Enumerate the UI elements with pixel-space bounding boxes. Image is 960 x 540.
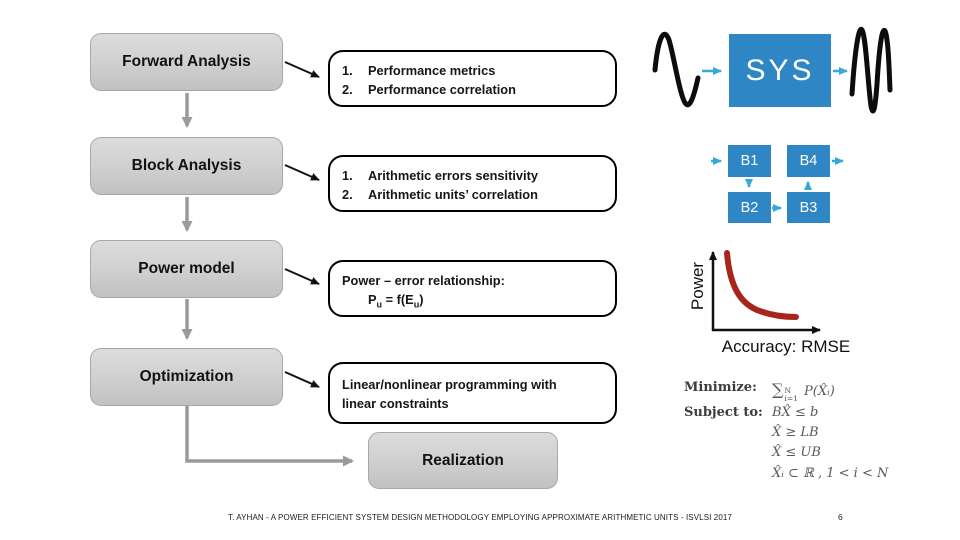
sum-upper-limit: N <box>784 386 791 395</box>
block-b2: B2 <box>728 192 771 223</box>
detail-box-performance: 1. Performance metrics 2. Performance co… <box>328 50 617 107</box>
sys-label: SYS <box>745 53 815 87</box>
sys-block: SYS <box>729 34 831 107</box>
footer-citation: T. AYHAN - A POWER EFFICIENT SYSTEM DESI… <box>228 513 732 522</box>
math-row-constraint: X̂ ≤ UB <box>684 445 956 462</box>
sum-symbol: ∑ <box>772 380 784 399</box>
power-relationship-title: Power – error relationship: <box>342 273 505 288</box>
chart-y-axis-label: Power <box>688 261 707 311</box>
flow-box-label: Optimization <box>139 368 234 385</box>
list-text: Performance metrics <box>368 63 496 78</box>
math-row-constraint: X̂ᵢ ⊂ ℝ , 1 < i < N <box>684 466 956 483</box>
list-number: 2. <box>342 187 353 202</box>
list-text: Arithmetic errors sensitivity <box>368 168 538 183</box>
page-number: 6 <box>838 512 843 522</box>
input-sine-icon <box>652 31 701 108</box>
block-b3: B3 <box>787 192 830 223</box>
callout-arrows <box>284 61 320 388</box>
flow-box-label: Block Analysis <box>131 157 242 174</box>
math-row-constraint: X̂ ≥ LB <box>684 425 956 442</box>
flow-box-realization: Realization <box>368 432 558 489</box>
empty-label <box>684 425 772 442</box>
block-label: B4 <box>799 153 818 169</box>
formula-term: = f(E <box>382 292 414 307</box>
constraint-formula: X̂ᵢ ⊂ ℝ , 1 < i < N <box>772 466 889 481</box>
list-item: 1. Arithmetic errors sensitivity <box>330 166 615 185</box>
block-label: B1 <box>740 153 759 169</box>
subject-to-label: Subject to: <box>684 405 763 420</box>
arrow-power-to-detail <box>284 268 320 285</box>
arrow-block-to-detail <box>284 164 320 181</box>
arrow-optimization-to-detail <box>284 371 320 388</box>
constraint-formula: X̂ ≥ LB <box>772 425 819 440</box>
constraint-formula: BX̂ ≤ b <box>772 405 819 420</box>
detail-box-programming: Linear/nonlinear programming with linear… <box>328 362 617 424</box>
minimize-label: Minimize: <box>684 380 757 395</box>
arrow-optimization-to-realization <box>185 406 354 467</box>
list-number: 1. <box>342 168 353 183</box>
constraint-formula: X̂ ≤ UB <box>772 445 821 460</box>
flow-box-label: Power model <box>138 260 235 277</box>
formula-term: ) <box>419 292 424 307</box>
power-tradeoff-curve <box>724 250 799 320</box>
block-label: B2 <box>740 199 759 216</box>
block-b1: B1 <box>728 145 771 177</box>
flow-box-power-model: Power model <box>90 240 283 298</box>
flow-box-forward-analysis: Forward Analysis <box>90 33 283 91</box>
detail-text-line: linear constraints <box>342 396 449 411</box>
math-row-constraint: Subject to: BX̂ ≤ b <box>684 405 956 422</box>
flow-box-block-analysis: Block Analysis <box>90 137 283 195</box>
empty-label <box>684 445 772 462</box>
flow-box-label: Forward Analysis <box>122 53 251 70</box>
list-item: 1. Performance metrics <box>330 61 615 80</box>
detail-box-power-relationship: Power – error relationship: Pu = f(Eu) <box>328 260 617 317</box>
objective-body: P(X̂ᵢ) <box>799 384 835 399</box>
formula-term: P <box>368 292 377 307</box>
chart-x-axis-label: Accuracy: RMSE <box>721 337 851 356</box>
formula-subscript: u <box>413 299 420 310</box>
list-text: Arithmetic units’ correlation <box>368 187 538 202</box>
detail-box-arithmetic: 1. Arithmetic errors sensitivity 2. Arit… <box>328 155 617 212</box>
power-accuracy-chart <box>709 250 821 334</box>
arrow-forward-to-detail <box>284 61 320 78</box>
block-label: B3 <box>799 199 818 216</box>
power-relationship-formula: Pu = f(Eu) <box>330 290 615 315</box>
list-item: 2. Arithmetic units’ correlation <box>330 185 615 204</box>
formula-subscript: u <box>376 299 383 310</box>
list-number: 1. <box>342 63 353 78</box>
output-waveform-icon <box>849 26 893 114</box>
flow-box-label: Realization <box>422 451 504 469</box>
list-text: Performance correlation <box>368 82 516 97</box>
list-number: 2. <box>342 82 353 97</box>
block-b4: B4 <box>787 145 830 177</box>
detail-text-line: Linear/nonlinear programming with <box>342 377 557 392</box>
list-item: 2. Performance correlation <box>330 80 615 99</box>
empty-label <box>684 466 772 483</box>
sum-lower-limit: i=1 <box>784 393 798 403</box>
flow-box-optimization: Optimization <box>90 348 283 406</box>
